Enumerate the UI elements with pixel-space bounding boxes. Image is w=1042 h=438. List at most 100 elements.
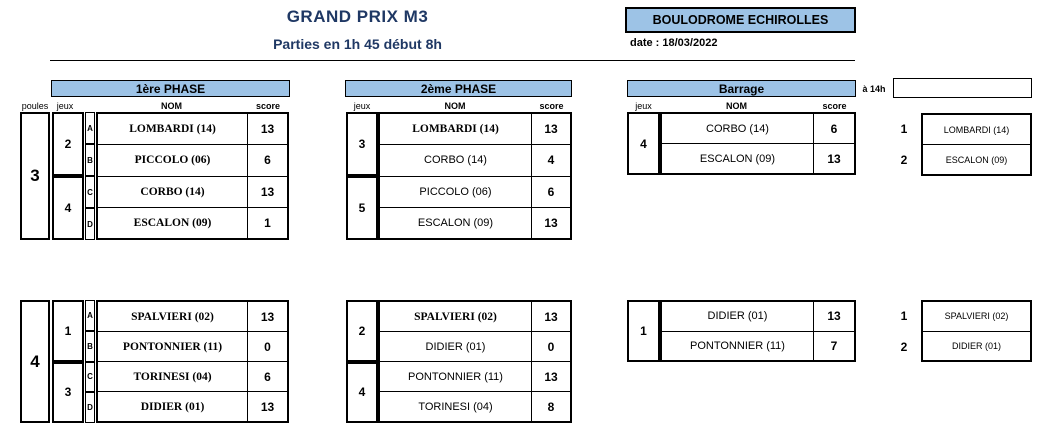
table-row: PONTONNIER (11) 0 [98,332,287,362]
table-row: ESCALON (09) 13 [662,144,854,173]
barrage-pool4-table: DIDIER (01) 13 PONTONNIER (11) 7 [660,300,856,362]
player-name: PONTONNIER (11) [408,370,503,383]
score-value: 13 [531,207,570,238]
player-name: ESCALON (09) [133,216,212,229]
barrage-pool3-table: CORBO (14) 6 ESCALON (09) 13 [660,112,856,175]
table-row: DIDIER (01) 13 [98,392,287,421]
qualified-player: LOMBARDI (14) [923,115,1030,145]
qualified-player: SPALVIERI (02) [923,302,1030,332]
table-row: ESCALON (09) 13 [380,207,570,238]
player-name: DIDIER (01) [140,400,205,413]
col-header-nom: NOM [726,101,747,111]
jeux-number: 4 [52,176,84,240]
player-name: DIDIER (01) [425,340,486,353]
rank-number: 1 [900,121,908,136]
player-name: SPALVIERI (02) [131,310,214,323]
score-value: 4 [531,145,570,176]
table-row: DIDIER (01) 0 [380,332,570,362]
page-title: GRAND PRIX M3 [286,7,429,26]
score-value: 13 [531,114,570,145]
jeux-number: 4 [346,361,378,423]
table-row: PICCOLO (06) 6 [380,176,570,208]
col-header-jeux: jeux [56,101,74,111]
table-row: TORINESI (04) 6 [98,362,287,392]
score-value: 0 [247,332,287,361]
table-row: SPALVIERI (02) 13 [380,302,570,332]
qualified-player: ESCALON (09) [945,154,1008,165]
table-row: PONTONNIER (11) 13 [380,362,570,392]
player-name: TORINESI (04) [418,400,493,413]
score-value: 13 [813,144,854,173]
col-header-nom: NOM [161,101,182,111]
player-name: PICCOLO (06) [134,154,211,167]
rank-number: 2 [900,153,908,168]
team-letter: D [85,208,95,240]
score-value: 7 [813,331,854,360]
score-value: 13 [247,302,287,331]
qualified-box-pool3: LOMBARDI (14) ESCALON (09) [921,113,1032,176]
page-subtitle: Parties en 1h 45 début 8h [273,36,442,52]
venue-badge: BOULODROME ECHIROLLES [625,7,856,33]
table-row: ESCALON (09) 1 [98,207,287,238]
jeux-number: 1 [627,300,660,362]
player-name: PONTONNIER (11) [122,340,223,353]
rank-number: 1 [900,308,908,323]
score-value: 13 [247,114,287,145]
player-name: CORBO (14) [706,122,769,135]
player-name: CORBO (14) [140,185,205,198]
score-value: 13 [247,176,287,207]
date-label: date : 18/03/2022 [630,37,718,49]
player-name: DIDIER (01) [707,310,768,323]
jeux-number: 3 [346,112,378,176]
team-letter: A [85,300,95,331]
score-value: 13 [813,302,854,331]
player-name: SPALVIERI (02) [414,310,497,323]
score-value: 13 [247,392,287,421]
poule-number: 4 [20,300,50,423]
col-header-score: score [255,101,281,111]
col-header-score: score [822,101,847,111]
qualified-player: DIDIER (01) [951,340,1001,351]
table-row: CORBO (14) 6 [662,114,854,144]
team-letter: B [85,330,95,362]
player-name: TORINESI (04) [133,370,212,383]
col-header-jeux: jeux [635,101,652,111]
phase2-header: 2ème PHASE [345,80,572,97]
jeux-number: 1 [52,300,84,362]
table-row: CORBO (14) 13 [98,176,287,208]
player-name: LOMBARDI (14) [412,123,499,136]
phase2-pool3-table: LOMBARDI (14) 13 CORBO (14) 4 PICCOLO (0… [378,112,572,240]
team-letter: A [85,112,95,144]
score-value: 13 [531,362,570,391]
team-letter: D [85,392,95,423]
team-letter: B [85,144,95,176]
player-name: PICCOLO (06) [419,185,492,198]
score-value: 0 [531,332,570,361]
barrage-header: Barrage [627,80,856,97]
phase2-pool4-table: SPALVIERI (02) 13 DIDIER (01) 0 PONTONNI… [378,300,572,423]
team-letter: C [85,176,95,208]
score-value: 6 [813,114,854,143]
qualified-box-pool4: SPALVIERI (02) DIDIER (01) [921,300,1032,362]
poule-number: 3 [20,112,50,240]
table-row: TORINESI (04) 8 [380,392,570,421]
player-name: ESCALON (09) [699,152,776,165]
jeux-number: 5 [346,176,378,240]
phase1-pool4-table: SPALVIERI (02) 13 PONTONNIER (11) 0 TORI… [96,300,289,423]
player-name: ESCALON (09) [417,216,494,229]
score-value: 6 [531,176,570,207]
table-row: PONTONNIER (11) 7 [662,331,854,360]
player-name: PONTONNIER (11) [690,339,785,352]
jeux-number: 2 [52,112,84,176]
col-header-jeux: jeux [353,101,371,111]
jeux-number: 3 [52,361,84,423]
afternoon-time-label: à 14h [862,84,886,94]
afternoon-empty-box [893,78,1032,98]
header-divider [50,60,855,61]
table-row: PICCOLO (06) 6 [98,145,287,177]
jeux-number: 2 [346,300,378,362]
phase1-pool3-table: LOMBARDI (14) 13 PICCOLO (06) 6 CORBO (1… [96,112,289,240]
score-value: 13 [531,302,570,331]
col-header-score: score [539,101,564,111]
